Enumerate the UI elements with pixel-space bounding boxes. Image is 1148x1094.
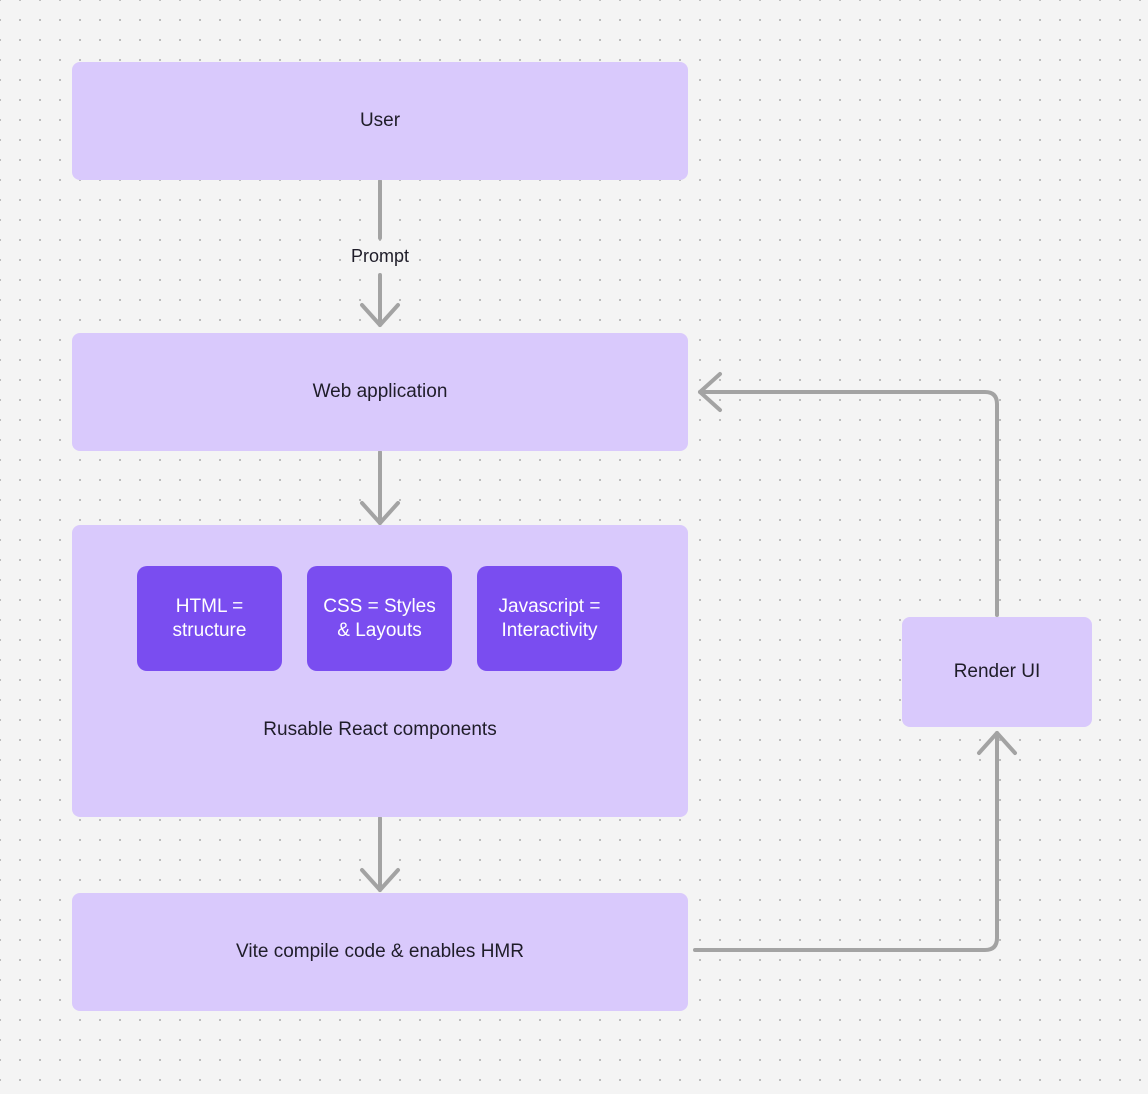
node-vite[interactable]: Vite compile code & enables HMR [72,893,688,1011]
node-js-box-label: Javascript = Interactivity [498,595,601,641]
node-components-group[interactable]: HTML = structure CSS = Styles & Layouts … [72,525,688,817]
node-js-box[interactable]: Javascript = Interactivity [477,566,622,671]
edge-web-application-to-components [360,450,400,525]
node-css-box-label: CSS = Styles & Layouts [323,595,436,641]
node-web-application[interactable]: Web application [72,333,688,451]
edge-segment [693,731,999,952]
edge-segment [698,390,999,617]
node-render-ui-label: Render UI [953,661,1041,683]
node-vite-label: Vite compile code & enables HMR [236,941,524,963]
arrowhead-down [360,868,400,892]
node-html-box[interactable]: HTML = structure [137,566,282,671]
node-user-label: User [359,110,401,132]
node-user[interactable]: User [72,62,688,180]
arrowhead-down [360,501,400,525]
arrowhead-left [698,372,722,412]
edge-label-prompt: Prompt [350,246,410,266]
node-components-group-label: Rusable React components [263,719,497,740]
node-css-box[interactable]: CSS = Styles & Layouts [307,566,452,671]
node-html-box-label: HTML = structure [172,595,247,641]
edge-components-to-vite [360,816,400,892]
arrowhead-down [360,303,400,327]
edge-render-ui-to-web-application [698,372,999,617]
edge-vite-to-render-ui [693,731,1017,952]
node-render-ui[interactable]: Render UI [902,617,1092,727]
arrowhead-up [977,731,1017,755]
node-web-application-label: Web application [312,381,448,403]
